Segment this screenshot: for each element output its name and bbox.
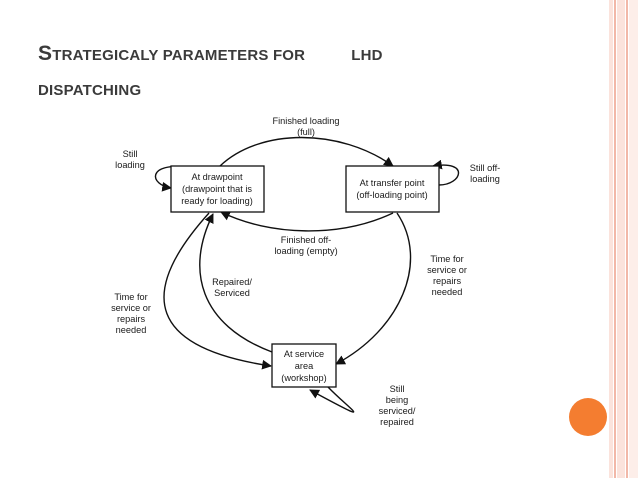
arrow-still-offloading	[432, 159, 460, 186]
label-finished-offloading-2: loading (empty)	[274, 246, 337, 256]
label-time-service-left-4: needed	[116, 325, 147, 335]
label-time-service-right-4: needed	[432, 287, 463, 297]
arrow-still-serviced	[309, 386, 355, 413]
node-service-line1: At service	[284, 349, 324, 359]
node-transfer-line1: At transfer point	[360, 178, 425, 188]
arrow-transfer-to-service	[335, 212, 412, 365]
slide-title: STRATEGICALY PARAMETERS FOR LHD DISPATCHI…	[38, 36, 558, 108]
label-time-service-left-1: Time for	[114, 292, 147, 302]
node-drawpoint-line3: ready for loading)	[181, 196, 253, 206]
label-still-serviced-3: serviced/	[379, 406, 416, 416]
decor-stripe-1	[609, 0, 613, 478]
title-line1: TRATEGICALY PARAMETERS FOR	[52, 47, 306, 64]
decor-stripe-2	[614, 0, 616, 478]
label-repaired-1: Repaired/	[212, 277, 252, 287]
label-time-service-left-3: repairs	[117, 314, 145, 324]
decor-stripe-3	[617, 0, 625, 478]
node-drawpoint-box	[170, 165, 265, 213]
label-still-serviced-4: repaired	[380, 417, 414, 427]
label-still-offloading-2: loading	[470, 174, 500, 184]
decor-stripe-5	[629, 0, 638, 478]
label-still-serviced-2: being	[386, 395, 408, 405]
label-finished-loading-1: Finished loading	[273, 116, 340, 126]
node-service-line2: area	[295, 361, 314, 371]
node-transfer-line2: (off-loading point)	[356, 190, 427, 200]
node-drawpoint-line1: At drawpoint	[191, 172, 243, 182]
label-still-loading-1: Still	[123, 149, 138, 159]
title-lhd: LHD	[351, 47, 383, 64]
decor-stripe-4	[626, 0, 628, 478]
label-time-service-right-3: repairs	[433, 276, 461, 286]
node-service-line3: (workshop)	[281, 373, 326, 383]
label-repaired-2: Serviced	[214, 288, 250, 298]
accent-circle	[569, 398, 607, 436]
arrow-finished-loading	[219, 136, 394, 167]
node-transfer-box	[345, 165, 440, 213]
title-line2: DISPATCHING	[38, 82, 142, 99]
arrow-repaired	[199, 213, 273, 353]
label-still-offloading-1: Still off-	[470, 163, 500, 173]
title-first-letter: S	[38, 42, 53, 65]
arrow-drawpoint-to-service	[163, 212, 272, 370]
node-drawpoint-line2: (drawpoint that is	[182, 184, 252, 194]
arrow-finished-offloading	[220, 211, 394, 232]
label-finished-offloading-1: Finished off-	[281, 235, 331, 245]
label-time-service-left-2: service or	[111, 303, 151, 313]
node-service-box	[271, 343, 337, 388]
label-time-service-right-1: Time for	[430, 254, 463, 264]
label-finished-loading-2: (full)	[297, 127, 315, 137]
label-still-serviced-1: Still	[390, 384, 405, 394]
label-still-loading-2: loading	[115, 160, 145, 170]
label-time-service-right-2: service or	[427, 265, 467, 275]
